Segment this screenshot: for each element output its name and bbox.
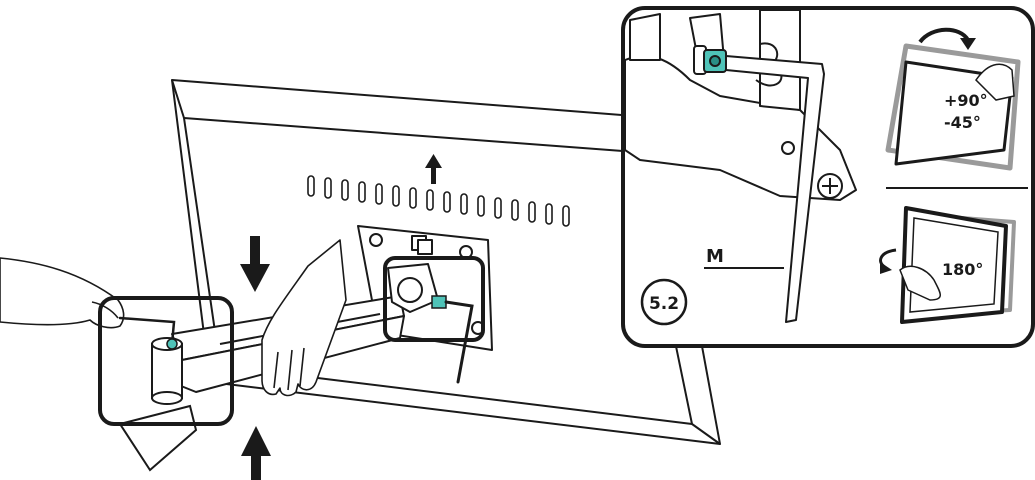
down-arrow-icon [240, 236, 270, 292]
svg-text:-45°: -45° [944, 113, 981, 132]
rotate-arrow-icon [879, 248, 897, 274]
right-hand [261, 239, 347, 397]
highlight-box-left [98, 296, 234, 426]
center-detail-screw [431, 295, 474, 384]
svg-text:M: M [706, 246, 724, 267]
left-hand [0, 257, 125, 329]
highlight-box-center [383, 256, 485, 342]
svg-text:180°: 180° [942, 260, 983, 279]
svg-text:5.2: 5.2 [649, 294, 679, 314]
tension-screw-detail [693, 45, 727, 75]
hex-key-icon [118, 316, 176, 346]
arm-tension-screw [166, 338, 178, 350]
tilt-illustration: +90° -45° [885, 43, 1021, 171]
tilt-arrow-icon [918, 27, 976, 50]
rotate-illustration: 180° [899, 206, 1016, 324]
step-badge: 5.2 [640, 278, 688, 326]
hex-key-icon [725, 55, 825, 323]
vent-slots [307, 175, 570, 227]
up-arrow-icon [425, 154, 442, 184]
svg-text:+90°: +90° [944, 91, 988, 110]
up-arrow-icon [241, 426, 271, 480]
tool-label: M [704, 246, 784, 269]
